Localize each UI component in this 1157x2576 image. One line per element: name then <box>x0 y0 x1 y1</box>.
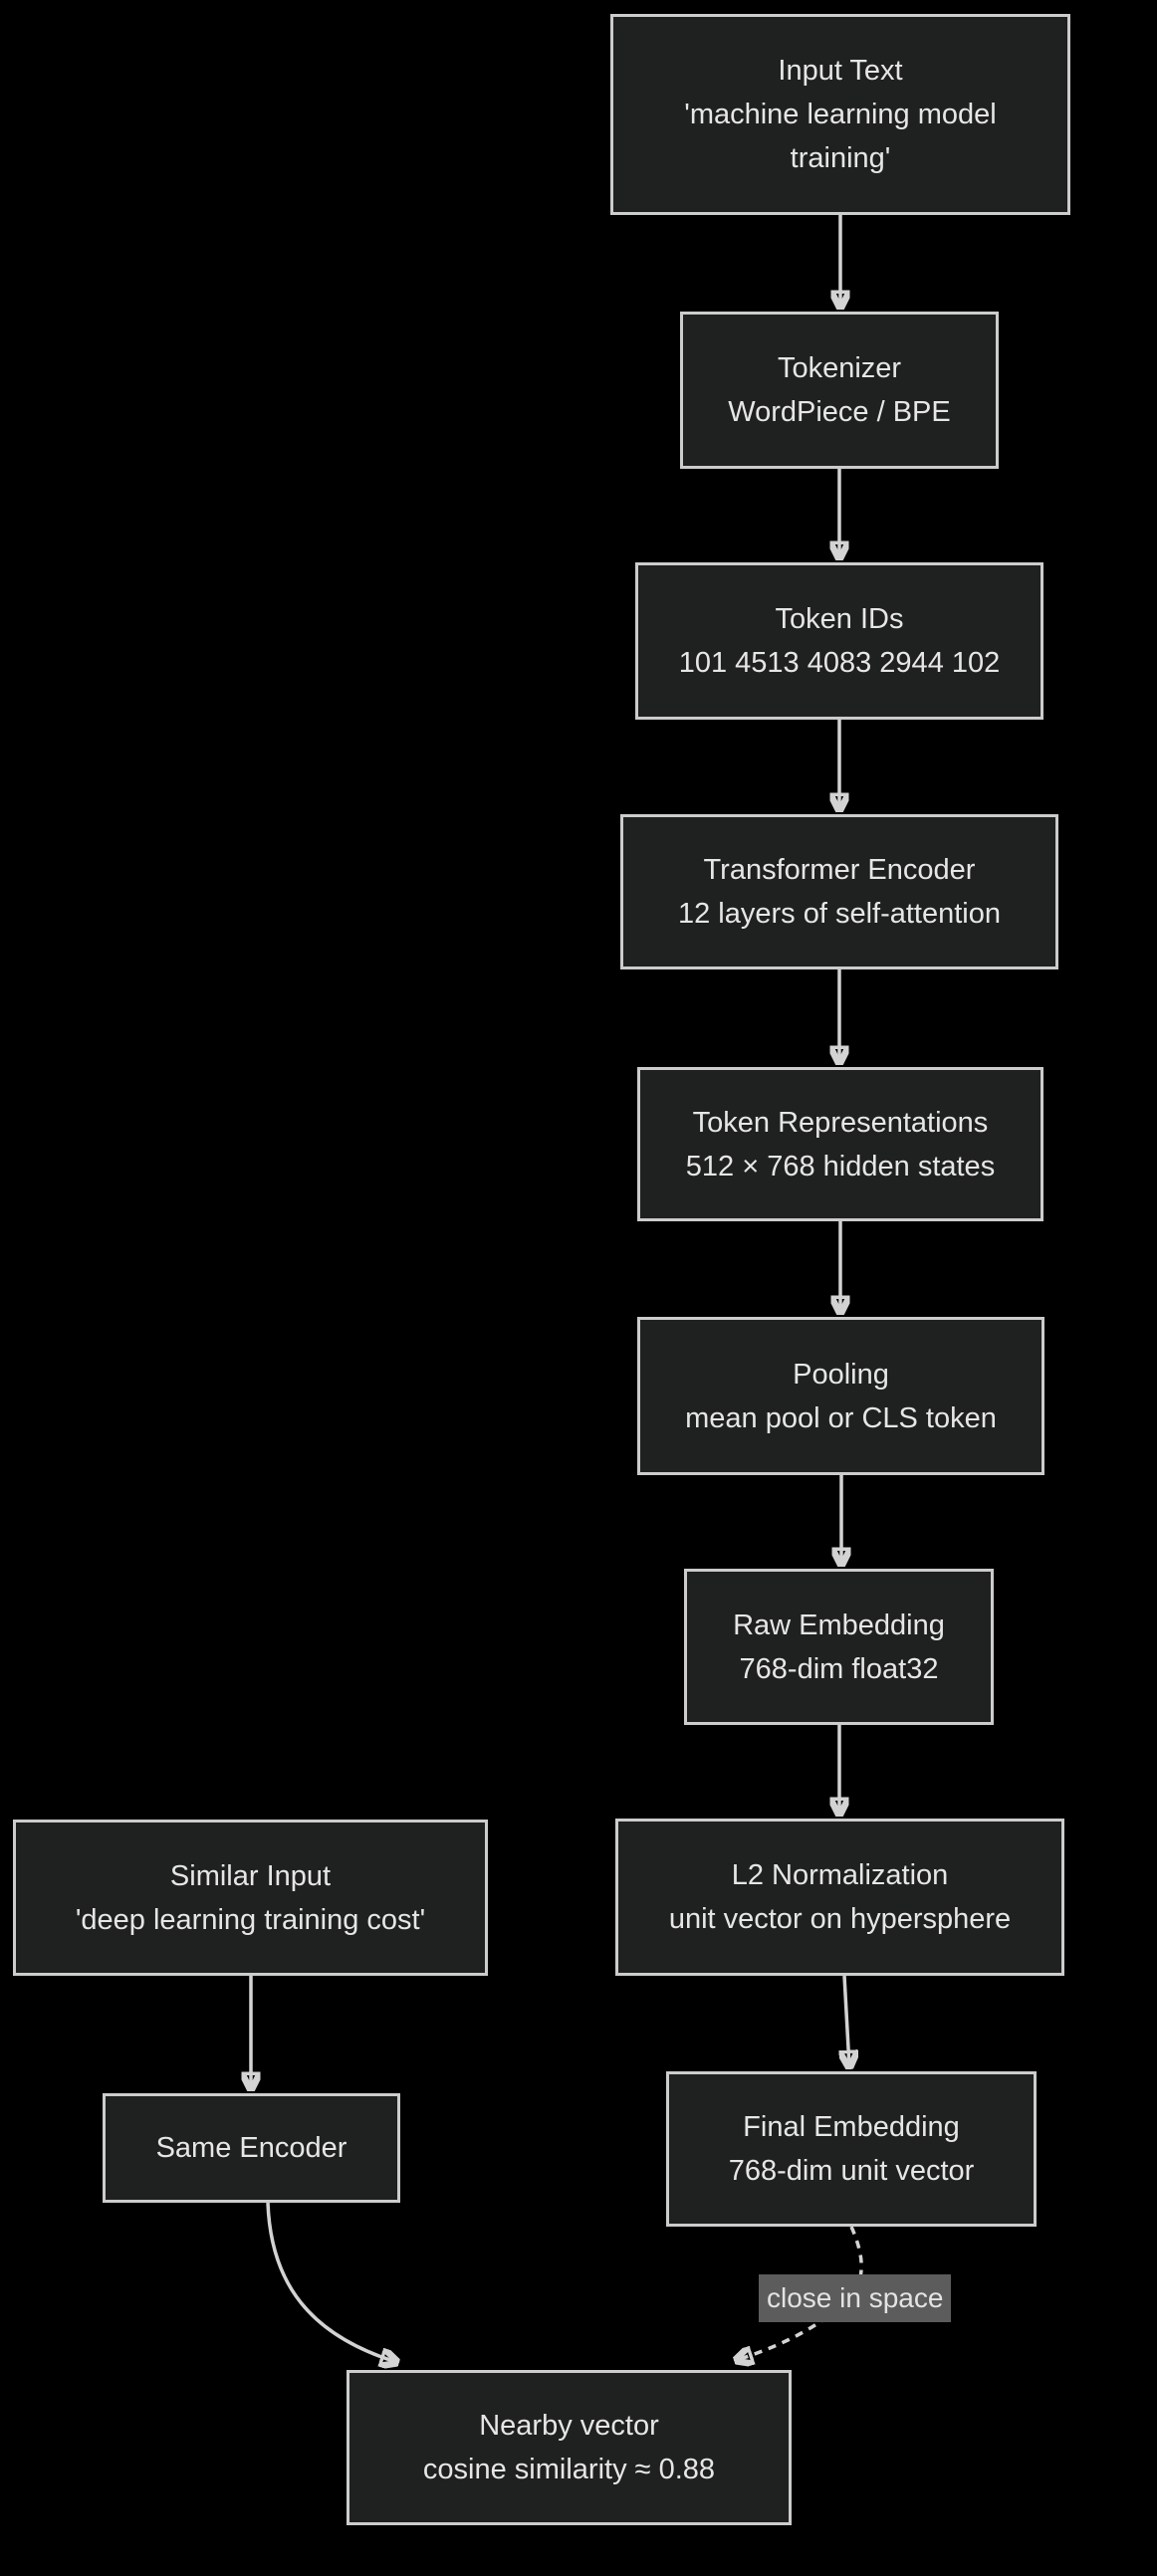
node-similar-input: Similar Input'deep learning training cos… <box>13 1820 488 1976</box>
edge-l2norm-to-finalembedding <box>844 1975 849 2066</box>
edge-sameencoder-to-nearbyvector <box>266 2202 396 2362</box>
node-same-encoder: Same Encoder <box>103 2093 400 2203</box>
edge-label-close-in-space: close in space <box>759 2274 952 2322</box>
